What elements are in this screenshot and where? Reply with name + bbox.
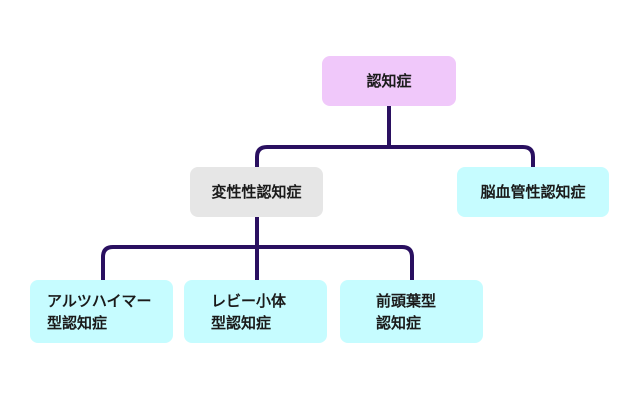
- node-vascular-dementia: 脳血管性認知症: [457, 167, 609, 217]
- connector-root-to-children: [255, 104, 535, 169]
- node-frontal-lobe-dementia-label: 前頭葉型 認知症: [376, 291, 437, 332]
- node-dementia: 認知症: [322, 56, 456, 106]
- node-lewy-body-dementia-label: レビー小体 型認知症: [211, 291, 287, 332]
- node-degenerative-dementia-label: 変性性認知症: [211, 183, 302, 201]
- node-degenerative-dementia: 変性性認知症: [190, 167, 323, 217]
- node-alzheimer-dementia-label: アルツハイマー 型認知症: [47, 291, 152, 332]
- connector-degenerative-to-children: [101, 215, 414, 282]
- node-dementia-label: 認知症: [366, 72, 412, 90]
- node-lewy-body-dementia: レビー小体 型認知症: [184, 280, 327, 343]
- node-alzheimer-dementia: アルツハイマー 型認知症: [30, 280, 173, 343]
- node-frontal-lobe-dementia: 前頭葉型 認知症: [340, 280, 483, 343]
- node-vascular-dementia-label: 脳血管性認知症: [480, 183, 586, 201]
